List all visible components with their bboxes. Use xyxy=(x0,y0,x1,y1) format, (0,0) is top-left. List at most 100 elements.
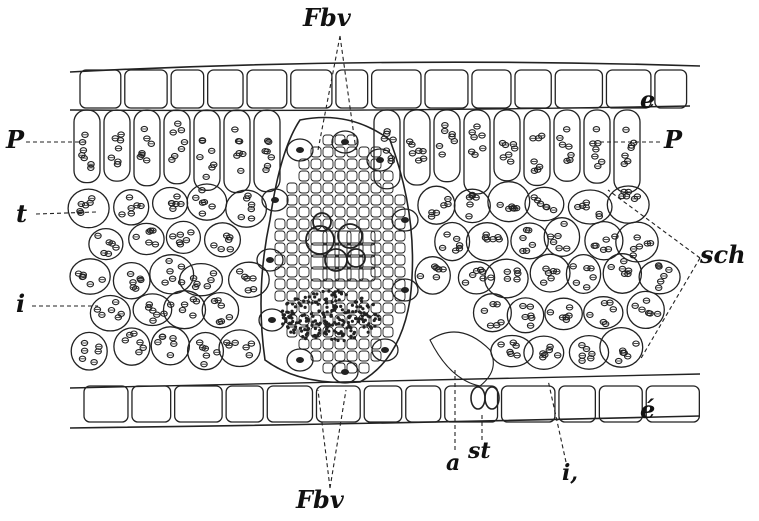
phloem-stipple xyxy=(299,319,302,322)
leader-t xyxy=(36,212,96,214)
bundle-cell xyxy=(383,279,393,289)
bundle-cell xyxy=(299,195,309,205)
phloem-stipple xyxy=(341,308,344,311)
bundle-cell xyxy=(287,207,297,217)
phloem-stipple xyxy=(312,335,315,338)
phloem-stipple xyxy=(318,298,321,301)
phloem-stipple xyxy=(330,309,333,312)
phloem-stipple xyxy=(289,331,292,334)
phloem-stipple xyxy=(285,302,288,305)
palisade-cell xyxy=(404,110,430,185)
bundle-cell xyxy=(371,243,381,253)
xylem-vessel-large xyxy=(313,213,331,231)
phloem-stipple xyxy=(322,313,325,316)
bundle-cell xyxy=(335,171,345,181)
spongy-cell xyxy=(219,330,260,367)
phloem-stipple xyxy=(347,321,350,324)
phloem-stipple xyxy=(337,322,340,325)
sheath-nucleus xyxy=(296,357,304,363)
phloem-stipple xyxy=(367,331,370,334)
palisade-cell xyxy=(554,110,580,181)
bundle-cell xyxy=(299,207,309,217)
phloem-stipple xyxy=(301,335,304,338)
phloem-stipple xyxy=(302,299,305,302)
bundle-cell xyxy=(347,291,357,301)
epidermal-cell xyxy=(84,386,128,422)
phloem-stipple xyxy=(368,315,371,318)
spongy-cell xyxy=(616,222,658,262)
epidermal-cell xyxy=(515,70,551,108)
phloem-stipple xyxy=(334,290,337,293)
phloem-stipple xyxy=(293,328,296,331)
phloem-stipple xyxy=(351,320,354,323)
sheath-nucleus xyxy=(271,197,279,203)
bundle-cell xyxy=(335,207,345,217)
spongy-mesophyll xyxy=(68,182,680,370)
bundle-cell xyxy=(299,183,309,193)
phloem-stipple xyxy=(326,310,329,313)
phloem-stipple xyxy=(353,331,356,334)
phloem-stipple xyxy=(337,289,340,292)
phloem-stipple xyxy=(301,314,304,317)
bundle-cell xyxy=(275,231,285,241)
bundle-cell xyxy=(275,243,285,253)
phloem-stipple xyxy=(367,322,370,325)
sheath-nucleus xyxy=(266,257,274,263)
phloem-stipple xyxy=(343,339,346,342)
bundle-cell xyxy=(311,159,321,169)
phloem-stipple xyxy=(331,324,334,327)
leader-fbv-bottom-a xyxy=(318,390,330,488)
phloem-stipple xyxy=(347,311,350,314)
bundle-cell xyxy=(395,255,405,265)
substomatal-cavity xyxy=(430,332,493,386)
bundle-cell xyxy=(395,243,405,253)
leader-sch-b xyxy=(640,258,700,360)
bundle-cell xyxy=(287,219,297,229)
spongy-cell xyxy=(507,298,543,333)
phloem-stipple xyxy=(294,325,297,328)
phloem-stipple xyxy=(291,302,294,305)
phloem-stipple xyxy=(353,336,356,339)
phloem-stipple xyxy=(310,324,313,327)
phloem-stipple xyxy=(287,311,290,314)
epidermal-cell xyxy=(291,70,332,108)
label-palisade-right: P xyxy=(664,128,682,152)
sheath-nucleus xyxy=(376,157,384,163)
bundle-cell xyxy=(371,291,381,301)
phloem-stipple xyxy=(294,305,297,308)
bundle-cell xyxy=(383,231,393,241)
phloem-stipple xyxy=(327,330,330,333)
bundle-cell xyxy=(395,303,405,313)
bundle-cell xyxy=(383,195,393,205)
bundle-cell xyxy=(383,171,393,181)
bundle-cell xyxy=(371,207,381,217)
sheath-nucleus xyxy=(296,147,304,153)
phloem-stipple xyxy=(330,338,333,341)
bundle-cell xyxy=(323,351,333,361)
label-epidermis-lower: é xyxy=(640,398,655,422)
spongy-cell xyxy=(166,221,200,253)
phloem-stipple xyxy=(362,320,365,323)
phloem-stipple xyxy=(331,300,334,303)
phloem-stipple xyxy=(299,327,302,330)
phloem-stipple xyxy=(358,317,361,320)
phloem-stipple xyxy=(314,327,317,330)
bundle-cell xyxy=(287,279,297,289)
bundle-cell xyxy=(335,183,345,193)
phloem-stipple xyxy=(307,319,310,322)
phloem-stipple xyxy=(343,311,346,314)
phloem-stipple xyxy=(327,322,330,325)
phloem-stipple xyxy=(372,303,375,306)
bundle-cell xyxy=(383,327,393,337)
phloem-stipple xyxy=(325,306,328,309)
spongy-cell xyxy=(68,189,109,228)
bundle-cell xyxy=(359,195,369,205)
epidermal-cell xyxy=(247,70,287,108)
bundle-cell xyxy=(287,255,297,265)
phloem-stipple xyxy=(334,331,337,334)
bundle-cell xyxy=(371,219,381,229)
sheath-nucleus xyxy=(268,317,276,323)
epidermal-cell xyxy=(80,70,121,108)
phloem-stipple xyxy=(318,323,321,326)
